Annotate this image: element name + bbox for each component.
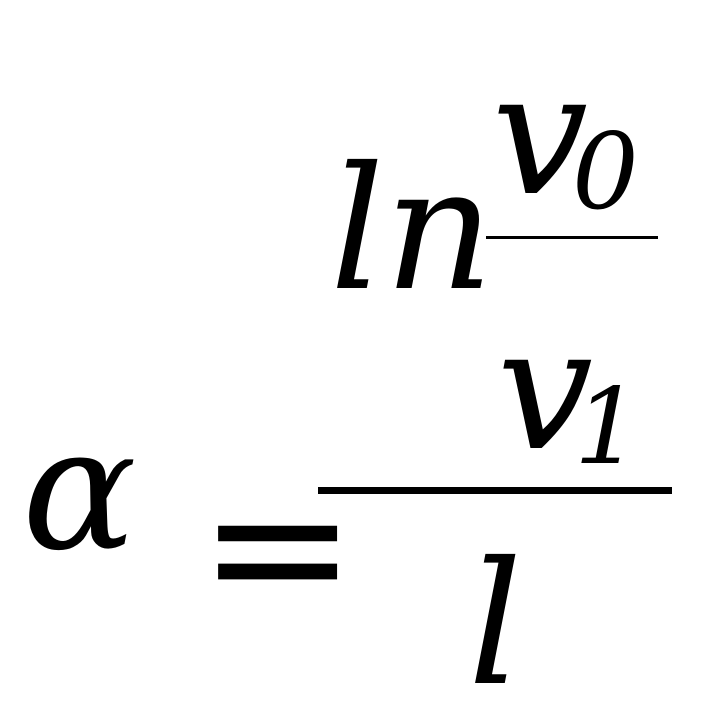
inner-fraction-bar xyxy=(486,236,658,239)
alpha-symbol: α xyxy=(22,391,137,589)
numerator-subscript: 0 xyxy=(572,111,639,233)
numerator-v: v xyxy=(492,36,589,234)
ln-function: ln xyxy=(330,131,494,329)
denominator-v: v xyxy=(497,291,594,489)
main-fraction-bar xyxy=(318,487,672,494)
divisor-l: l xyxy=(468,526,523,724)
denominator-subscript: 1 xyxy=(574,366,641,488)
equals-sign: = xyxy=(198,436,358,657)
